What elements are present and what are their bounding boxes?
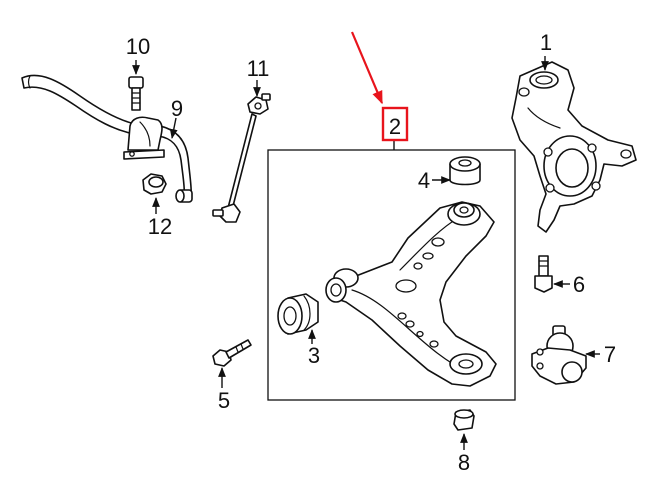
callout-4: 4 (418, 168, 430, 193)
stabilizer-link-11 (212, 93, 271, 223)
steering-knuckle (511, 61, 637, 233)
callout-12: 12 (148, 214, 172, 239)
callout-2: 2 (389, 114, 401, 139)
callout-11: 11 (247, 56, 270, 81)
callout-8: 8 (458, 450, 470, 475)
assembly-box (267, 149, 516, 401)
leader-lines (132, 56, 600, 450)
control-arm (325, 201, 497, 387)
stabilizer-bar (21, 74, 193, 203)
callout-3: 3 (308, 343, 320, 368)
callout-5: 5 (218, 388, 230, 413)
bolt-10 (128, 76, 144, 111)
highlight-box (381, 106, 409, 142)
bolt-6 (534, 255, 553, 293)
bushing-4 (449, 156, 481, 186)
callout-1: 1 (540, 30, 552, 55)
bolt-5 (212, 339, 252, 367)
nut-8 (453, 409, 475, 431)
callout-10: 10 (126, 34, 150, 59)
callout-6: 6 (573, 272, 585, 297)
highlight-arrow (350, 31, 384, 105)
callout-7: 7 (604, 342, 616, 367)
ball-joint-7 (531, 325, 587, 385)
callout-9: 9 (171, 96, 183, 121)
bushing-3 (277, 293, 319, 335)
nut-12 (142, 173, 167, 195)
